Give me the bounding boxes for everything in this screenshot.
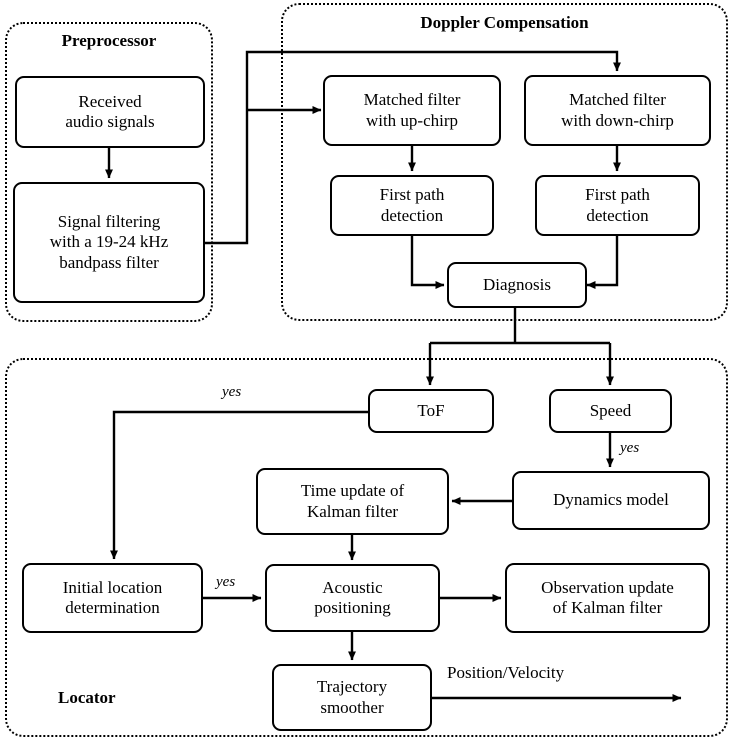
node-received-audio-signals[interactable]: Received audio signals — [15, 76, 205, 148]
edge-label-speed-to-dynamics-yes: yes — [620, 440, 640, 456]
node-time-update-kalman-filter[interactable]: Time update of Kalman filter — [256, 468, 449, 535]
edge-label-initial-location-yes: yes — [216, 574, 236, 590]
node-initial-location-determination[interactable]: Initial location determination — [22, 563, 203, 633]
node-observation-update-kalman-filter[interactable]: Observation update of Kalman filter — [505, 563, 710, 633]
group-locator-title: Locator — [58, 688, 116, 707]
node-signal-filtering[interactable]: Signal filtering with a 19-24 kHz bandpa… — [13, 182, 205, 303]
node-first-path-detection-left[interactable]: First path detection — [330, 175, 494, 236]
node-tof[interactable]: ToF — [368, 389, 494, 433]
node-diagnosis[interactable]: Diagnosis — [447, 262, 587, 308]
node-dynamics-model[interactable]: Dynamics model — [512, 471, 710, 530]
edge-label-tof-feedback-yes: yes — [222, 384, 242, 400]
node-trajectory-smoother[interactable]: Trajectory smoother — [272, 664, 432, 731]
node-acoustic-positioning[interactable]: Acoustic positioning — [265, 564, 440, 632]
group-locator — [5, 358, 728, 737]
node-first-path-detection-right[interactable]: First path detection — [535, 175, 700, 236]
node-matched-filter-up-chirp[interactable]: Matched filter with up-chirp — [323, 75, 501, 146]
group-preprocessor-title: Preprocessor — [61, 31, 157, 50]
node-speed[interactable]: Speed — [549, 389, 672, 433]
node-matched-filter-down-chirp[interactable]: Matched filter with down-chirp — [524, 75, 711, 146]
flow-label-position-velocity: Position/Velocity — [447, 663, 565, 682]
group-doppler-compensation — [281, 3, 728, 321]
group-doppler-compensation-title: Doppler Compensation — [420, 13, 589, 32]
